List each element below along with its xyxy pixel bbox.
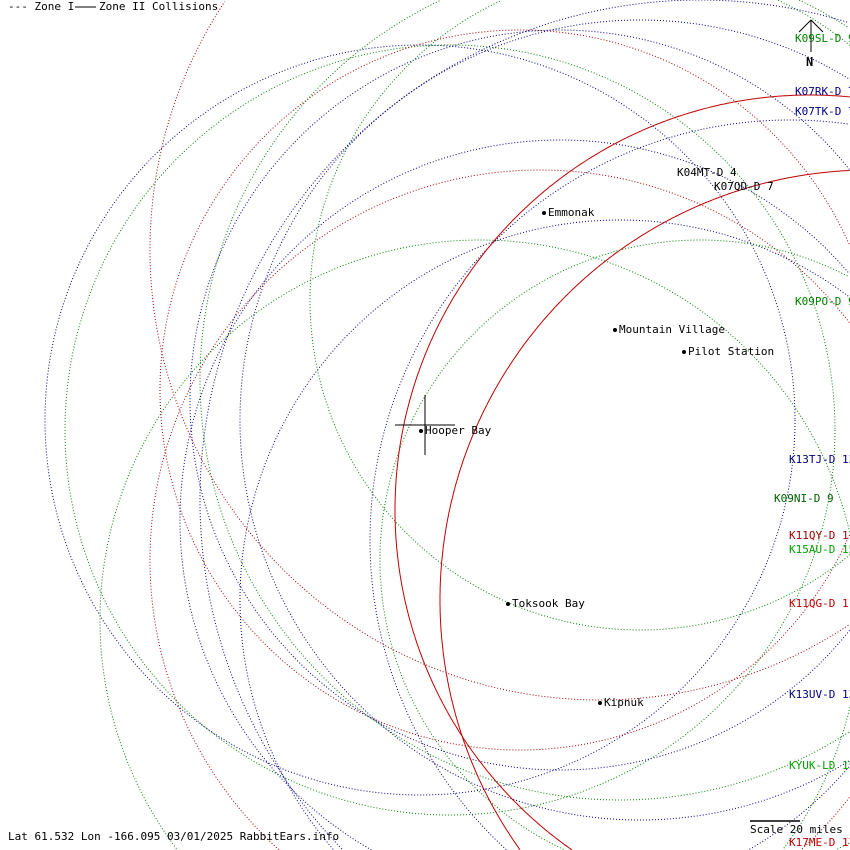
station-label[interactable]: K07TK-D 7 (795, 105, 850, 118)
zone-circle (149, 169, 850, 850)
zone-circle (189, 29, 850, 771)
station-label[interactable]: K11QY-D 11 (789, 529, 850, 542)
station-label[interactable]: K07RK-D 7 (795, 85, 850, 98)
station-label[interactable]: K13TJ-D 13 (789, 453, 850, 466)
station-label[interactable]: K07QD-D 7 (714, 180, 774, 193)
zone-circle (239, 219, 850, 850)
legend-zone2: Zone II Collisions (99, 0, 219, 13)
zone-circle (199, 0, 849, 850)
zone-circle (159, 29, 850, 751)
zone-circle (179, 139, 850, 850)
zone2-circle (439, 170, 850, 850)
station-label[interactable]: K15AU-D 15 (789, 543, 850, 556)
north-arrow-icon (798, 19, 824, 52)
legend-zone1: --- Zone I (8, 0, 75, 13)
zone2-circle (394, 94, 850, 850)
city-marker: Kipnuk (598, 697, 644, 709)
station-label[interactable]: K11QG-D 11 (789, 597, 850, 610)
city-marker: Mountain Village (613, 324, 725, 336)
city-dot-icon (419, 429, 423, 433)
zone-circle (309, 0, 850, 631)
station-label[interactable]: K17ME-D 17 (789, 836, 850, 849)
station-label[interactable]: K09PO-D 9 (795, 295, 850, 308)
footer-coords: Lat 61.532 Lon -166.095 03/01/2025 Rabbi… (8, 830, 340, 843)
city-marker: Hooper Bay (419, 425, 491, 437)
zone-circle (199, 0, 849, 801)
city-dot-icon (613, 328, 617, 332)
city-dot-icon (506, 602, 510, 606)
zone-circle (99, 239, 850, 850)
station-label[interactable]: K04MT-D 4 (677, 166, 737, 179)
city-dot-icon (682, 350, 686, 354)
city-marker: Emmonak (542, 207, 594, 219)
city-dot-icon (598, 701, 602, 705)
station-label[interactable]: K13UV-D 13 (789, 688, 850, 701)
zone-circle (379, 239, 850, 850)
city-dot-icon (542, 211, 546, 215)
city-marker: Pilot Station (682, 346, 774, 358)
scale-label: Scale 20 miles (750, 823, 843, 836)
station-label[interactable]: KYUK-LD 15 (789, 759, 850, 772)
zone-circle (239, 19, 850, 821)
zone-circle (44, 44, 796, 796)
city-marker: Toksook Bay (506, 598, 585, 610)
zone-circle (64, 44, 836, 816)
north-label: N (806, 55, 814, 69)
station-label[interactable]: K09SL-D 9 (795, 32, 850, 45)
zone-circle (369, 119, 849, 850)
station-label[interactable]: K09NI-D 9 (774, 492, 834, 505)
